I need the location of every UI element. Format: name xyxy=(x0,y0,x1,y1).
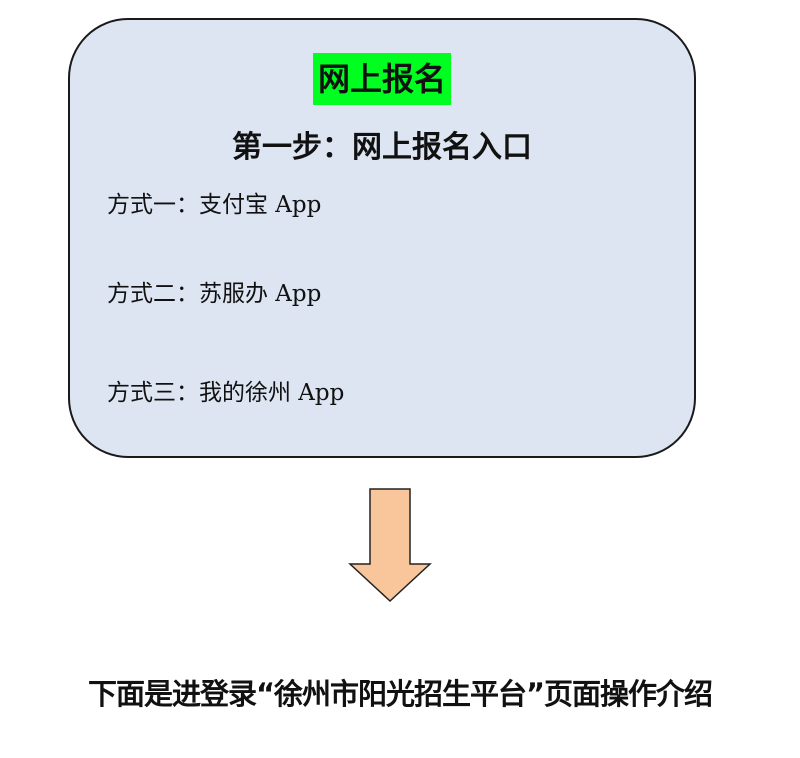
down-arrow-icon xyxy=(348,488,432,603)
step-title: 第一步：网上报名入口 xyxy=(232,130,532,165)
footer-caption: 下面是进登录“徐州市阳光招生平台”页面操作介绍 xyxy=(87,677,713,711)
method-my-xuzhou: 方式三：我的徐州 App xyxy=(107,380,345,406)
method-alipay: 方式一：支付宝 App xyxy=(107,192,322,218)
method-sufuban: 方式二：苏服办 App xyxy=(107,281,322,307)
registration-badge: 网上报名 xyxy=(313,53,452,105)
